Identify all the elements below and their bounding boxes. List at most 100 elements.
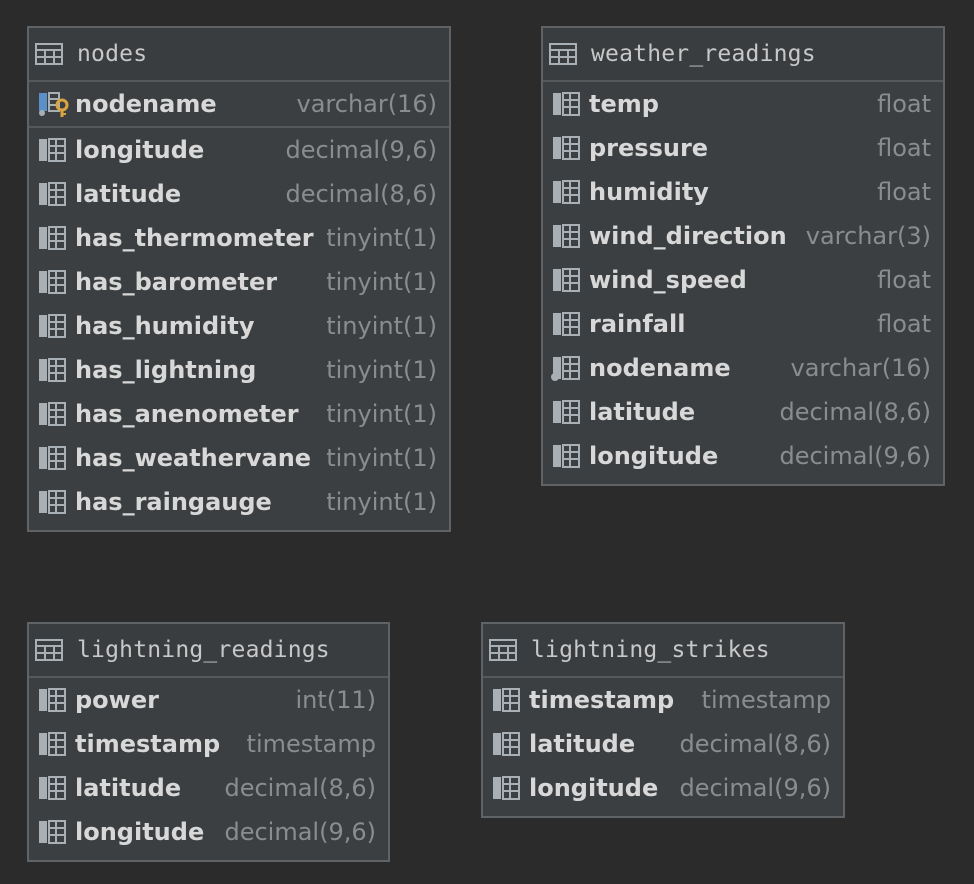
column-type: varchar(3)	[805, 222, 931, 250]
column-icon	[551, 267, 583, 293]
column-row[interactable]: wind_speed float	[543, 258, 943, 302]
column-type: tinyint(1)	[326, 400, 437, 428]
column-name: timestamp	[75, 730, 221, 758]
indexed-column-icon	[551, 355, 583, 381]
column-type: decimal(8,6)	[679, 730, 831, 758]
column-type: float	[877, 178, 931, 206]
column-icon	[551, 399, 583, 425]
column-row[interactable]: nodename varchar(16)	[543, 346, 943, 390]
table-header[interactable]: lightning_strikes	[483, 624, 843, 678]
column-icon	[37, 401, 69, 427]
column-type: timestamp	[701, 686, 831, 714]
column-icon	[37, 357, 69, 383]
column-type: tinyint(1)	[326, 356, 437, 384]
column-name: timestamp	[529, 686, 675, 714]
column-name: longitude	[75, 136, 205, 164]
column-icon	[551, 135, 583, 161]
table-title: lightning_strikes	[531, 637, 770, 663]
column-name: wind_direction	[589, 222, 787, 250]
table-header[interactable]: lightning_readings	[29, 624, 388, 678]
column-icon	[37, 731, 69, 757]
column-name: has_barometer	[75, 268, 278, 296]
column-row[interactable]: latitude decimal(8,6)	[29, 766, 388, 810]
column-type: decimal(8,6)	[285, 180, 437, 208]
column-row[interactable]: timestamp timestamp	[483, 678, 843, 722]
column-icon	[37, 819, 69, 845]
column-name: longitude	[75, 818, 205, 846]
column-name: power	[75, 686, 159, 714]
column-type: float	[877, 134, 931, 162]
column-row[interactable]: temp float	[543, 82, 943, 126]
column-name: longitude	[589, 442, 719, 470]
column-type: tinyint(1)	[326, 268, 437, 296]
column-icon	[37, 269, 69, 295]
column-icon	[37, 137, 69, 163]
column-type: float	[877, 310, 931, 338]
column-row[interactable]: power int(11)	[29, 678, 388, 722]
column-icon	[551, 179, 583, 205]
column-icon	[37, 687, 69, 713]
column-name: wind_speed	[589, 266, 747, 294]
column-name: latitude	[75, 774, 182, 802]
column-type: decimal(9,6)	[779, 442, 931, 470]
table-title: weather_readings	[591, 41, 816, 67]
column-name: has_weathervane	[75, 444, 312, 472]
column-row[interactable]: has_lightning tinyint(1)	[29, 348, 449, 392]
table-header[interactable]: nodes	[29, 28, 449, 82]
column-type: varchar(16)	[296, 90, 438, 118]
column-name: humidity	[589, 178, 709, 206]
table-icon	[35, 43, 63, 65]
column-row[interactable]: longitude decimal(9,6)	[543, 434, 943, 478]
column-type: tinyint(1)	[326, 224, 437, 252]
column-name: rainfall	[589, 310, 686, 338]
column-row[interactable]: has_barometer tinyint(1)	[29, 260, 449, 304]
column-name: latitude	[529, 730, 636, 758]
column-icon	[551, 311, 583, 337]
table-header[interactable]: weather_readings	[543, 28, 943, 82]
column-name: nodename	[589, 354, 731, 382]
column-icon	[491, 687, 523, 713]
column-type: decimal(8,6)	[224, 774, 376, 802]
column-type: float	[877, 90, 931, 118]
column-name: latitude	[589, 398, 696, 426]
column-list: timestamp timestamp latitude decimal(8,6) lo…	[483, 678, 843, 816]
column-name: has_lightning	[75, 356, 257, 384]
column-row[interactable]: has_weathervane tinyint(1)	[29, 436, 449, 480]
column-icon	[551, 91, 583, 117]
column-row[interactable]: humidity float	[543, 170, 943, 214]
table-icon	[549, 43, 577, 65]
column-icon	[37, 225, 69, 251]
column-name: has_thermometer	[75, 224, 314, 252]
column-type: tinyint(1)	[326, 444, 437, 472]
column-name: temp	[589, 90, 659, 118]
column-type: int(11)	[295, 686, 376, 714]
column-row[interactable]: latitude decimal(8,6)	[483, 722, 843, 766]
table-lightning-strikes[interactable]: lightning_strikes timestamp timestamp latit…	[481, 622, 845, 818]
column-row[interactable]: has_thermometer tinyint(1)	[29, 216, 449, 260]
column-row[interactable]: pressure float	[543, 126, 943, 170]
column-type: decimal(9,6)	[679, 774, 831, 802]
column-row[interactable]: wind_direction varchar(3)	[543, 214, 943, 258]
column-row[interactable]: rainfall float	[543, 302, 943, 346]
column-type: tinyint(1)	[326, 488, 437, 516]
column-type: tinyint(1)	[326, 312, 437, 340]
column-type: varchar(16)	[790, 354, 932, 382]
column-type: float	[877, 266, 931, 294]
column-name: pressure	[589, 134, 709, 162]
